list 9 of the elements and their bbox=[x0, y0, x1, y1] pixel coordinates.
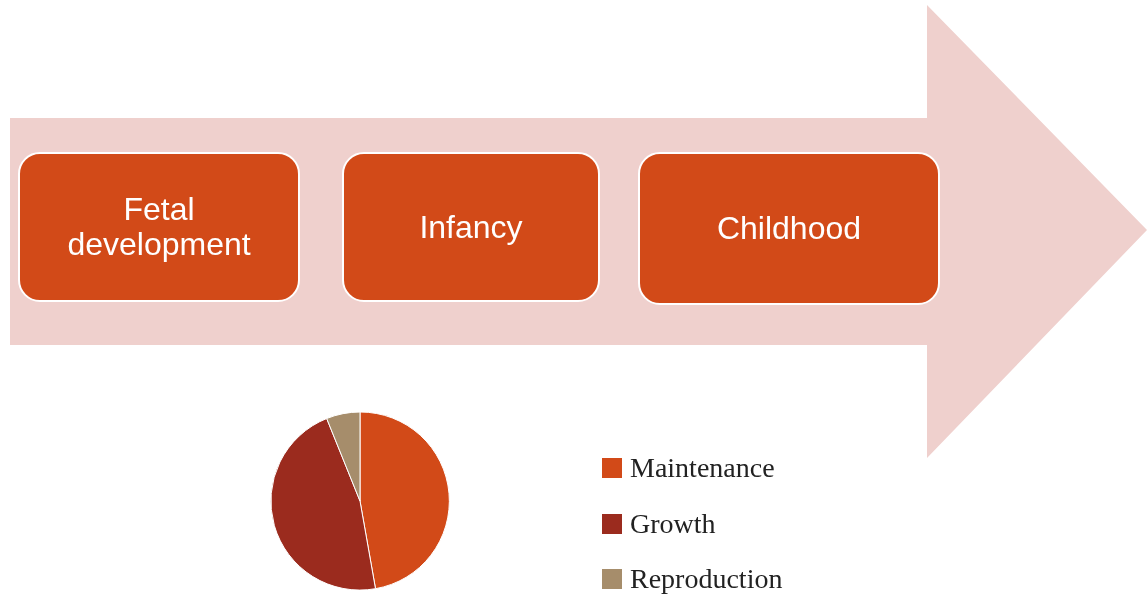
stage-box bbox=[638, 152, 940, 305]
stage-label: Fetal development bbox=[66, 192, 252, 262]
stage-box bbox=[18, 152, 300, 302]
legend-label: Growth bbox=[630, 508, 716, 540]
stage-label: Childhood bbox=[716, 211, 862, 246]
legend-label: Reproduction bbox=[630, 563, 783, 595]
stage-label: Infancy bbox=[419, 209, 523, 245]
legend-label: Maintenance bbox=[630, 452, 775, 484]
stage-box bbox=[342, 152, 600, 302]
